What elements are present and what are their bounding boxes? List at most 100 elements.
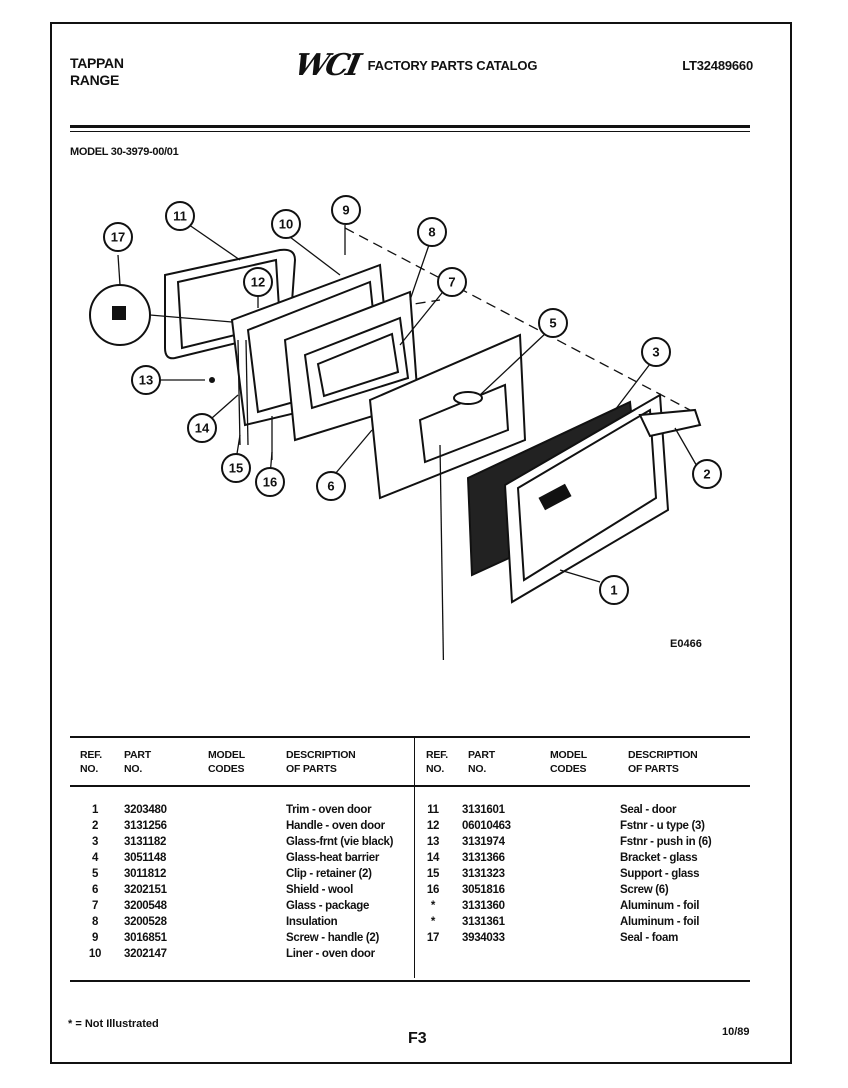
page-frame xyxy=(50,22,792,1064)
part-description: Fstnr - push in (6) xyxy=(620,836,712,848)
part-number: 3131182 xyxy=(124,836,167,848)
fastener-push-in xyxy=(209,377,215,383)
wci-logo: WCI xyxy=(291,48,362,83)
svg-text:15: 15 xyxy=(229,461,243,476)
part-description: Liner - oven door xyxy=(286,948,375,960)
part-description: Fstnr - u type (3) xyxy=(620,820,705,832)
callout-15: 15 xyxy=(221,453,251,483)
callout-12: 12 xyxy=(243,267,273,297)
callout-16: 16 xyxy=(255,467,285,497)
bracket-glass xyxy=(237,339,241,446)
part-door-trim xyxy=(503,393,670,604)
brand-line-2: RANGE xyxy=(70,72,120,88)
svg-text:1: 1 xyxy=(610,583,617,598)
part-number: 3200548 xyxy=(124,900,167,912)
part-number: 06010463 xyxy=(462,820,511,832)
support-glass xyxy=(245,339,249,446)
part-number: 3051148 xyxy=(124,852,167,864)
header-ref: REF.NO. xyxy=(80,749,102,775)
header-ref-right: REF.NO. xyxy=(426,749,448,775)
part-number: 3131360 xyxy=(462,900,505,912)
ref-number: 11 xyxy=(427,804,439,816)
svg-text:5: 5 xyxy=(549,316,556,331)
callout-17: 17 xyxy=(103,222,133,252)
part-description: Screw (6) xyxy=(620,884,669,896)
svg-text:13: 13 xyxy=(139,373,153,388)
part-description: Aluminum - foil xyxy=(620,900,700,912)
ref-number: 8 xyxy=(91,916,99,928)
part-description: Glass-heat barrier xyxy=(286,852,380,864)
ref-number: 5 xyxy=(91,868,99,880)
ref-number: 10 xyxy=(88,948,102,960)
part-number: 3131974 xyxy=(462,836,505,848)
part-number: 3200528 xyxy=(124,916,167,928)
callout-3: 3 xyxy=(641,337,671,367)
callout-13: 13 xyxy=(131,365,161,395)
callout-14: 14 xyxy=(187,413,217,443)
svg-text:12: 12 xyxy=(251,275,265,290)
column-divider xyxy=(414,738,415,978)
ref-number: 6 xyxy=(91,884,99,896)
ref-number: 7 xyxy=(91,900,99,912)
catalog-number: LT32489660 xyxy=(682,58,753,73)
callout-8: 8 xyxy=(417,217,447,247)
part-number: 3202151 xyxy=(124,884,167,896)
catalog-title: FACTORY PARTS CATALOG xyxy=(367,58,538,73)
part-description: Seal - foam xyxy=(620,932,679,944)
table-header-rule xyxy=(70,785,750,787)
ref-number: 16 xyxy=(426,884,440,896)
callout-9: 9 xyxy=(331,195,361,225)
ref-number: 1 xyxy=(91,804,99,816)
part-description: Glass-frnt (vie black) xyxy=(286,836,394,848)
part-wool-shield xyxy=(368,333,527,500)
footer-note: * = Not Illustrated xyxy=(68,1018,159,1030)
page-number: F3 xyxy=(408,1030,427,1047)
ref-number: 4 xyxy=(91,852,99,864)
svg-text:16: 16 xyxy=(263,475,277,490)
callout-7: 7 xyxy=(437,267,467,297)
header-rule xyxy=(70,125,750,128)
ref-number: * xyxy=(430,900,436,912)
ref-number: 3 xyxy=(91,836,99,848)
part-number: 3016851 xyxy=(124,932,167,944)
part-glass-package xyxy=(303,316,410,410)
part-number: 3203480 xyxy=(124,804,167,816)
part-handle xyxy=(638,408,702,438)
exploded-parts-diagram: 1 2 3 4 5 6 7 8 9 10 11 12 13 14 15 16 1… xyxy=(89,195,722,660)
ref-number: 17 xyxy=(426,932,440,944)
part-number: 3011812 xyxy=(124,868,167,880)
callout-1: 1 xyxy=(599,575,629,605)
part-number: 3131323 xyxy=(462,868,505,880)
part-description: Trim - oven door xyxy=(286,804,372,816)
part-number: 3202147 xyxy=(124,948,167,960)
revision-date: 10/89 xyxy=(722,1026,750,1038)
ref-number: 12 xyxy=(426,820,440,832)
part-description: Bracket - glass xyxy=(620,852,698,864)
ref-number: 2 xyxy=(91,820,99,832)
ref-number: 14 xyxy=(426,852,440,864)
callout-11: 11 xyxy=(165,201,195,231)
part-description: Support - glass xyxy=(620,868,700,880)
svg-text:7: 7 xyxy=(448,275,455,290)
svg-text:8: 8 xyxy=(428,225,435,240)
part-number: 3131361 xyxy=(462,916,505,928)
part-number: 3131601 xyxy=(462,804,505,816)
part-description: Seal - door xyxy=(620,804,677,816)
part-description: Clip - retainer (2) xyxy=(286,868,372,880)
svg-text:2: 2 xyxy=(703,467,710,482)
part-description: Aluminum - foil xyxy=(620,916,700,928)
diagram-id: E0466 xyxy=(670,638,702,650)
part-number: 3934033 xyxy=(462,932,505,944)
svg-text:9: 9 xyxy=(342,203,349,218)
model-number: MODEL 30-3979-00/01 xyxy=(70,146,179,158)
svg-text:6: 6 xyxy=(327,479,334,494)
part-number: 3051816 xyxy=(462,884,505,896)
part-number: 3131256 xyxy=(124,820,167,832)
callout-5: 5 xyxy=(538,308,568,338)
